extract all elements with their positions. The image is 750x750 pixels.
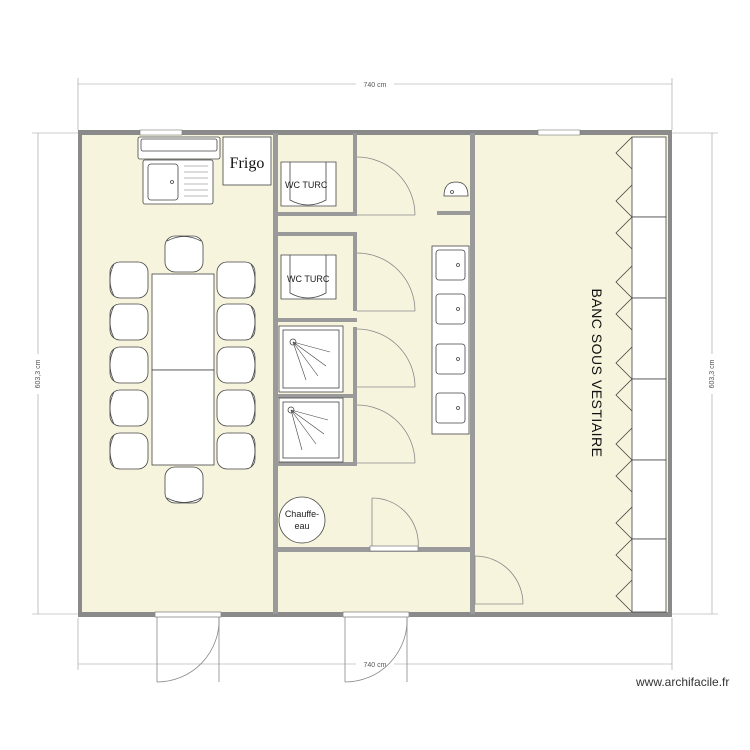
sink-counter — [137, 136, 221, 205]
shower-1 — [278, 325, 344, 393]
dimension-top: 740 cm — [364, 82, 387, 89]
lockers — [631, 136, 667, 613]
locker-doors — [615, 136, 633, 613]
watermark-credit: www.archifacile.fr — [636, 675, 730, 689]
wc-2-label: WC TURC — [287, 274, 330, 284]
dining-table — [151, 273, 215, 466]
fridge-label: Frigo — [230, 155, 265, 172]
shower-2 — [278, 397, 344, 463]
dimension-right: 603,3 cm — [709, 359, 716, 388]
water-heater-label-2: eau — [294, 521, 309, 531]
wc-turc-2 — [280, 254, 337, 300]
bench-label: BANC SOUS VESTIAIRE — [589, 289, 605, 458]
entrance-doors — [154, 611, 410, 683]
dimension-bottom: 740 cm — [364, 662, 387, 669]
chairs — [109, 235, 256, 504]
fridge — [222, 136, 272, 186]
water-heater-label-1: Chauffe- — [285, 509, 319, 519]
interior-doors — [356, 156, 524, 605]
washbasins — [431, 245, 470, 435]
wc-1-label: WC TURC — [285, 180, 328, 190]
dimension-left: 603,3 cm — [35, 359, 42, 388]
wc-turc-1 — [280, 161, 337, 207]
water-heater — [278, 496, 326, 544]
urinal — [443, 181, 469, 197]
windows — [139, 129, 581, 136]
